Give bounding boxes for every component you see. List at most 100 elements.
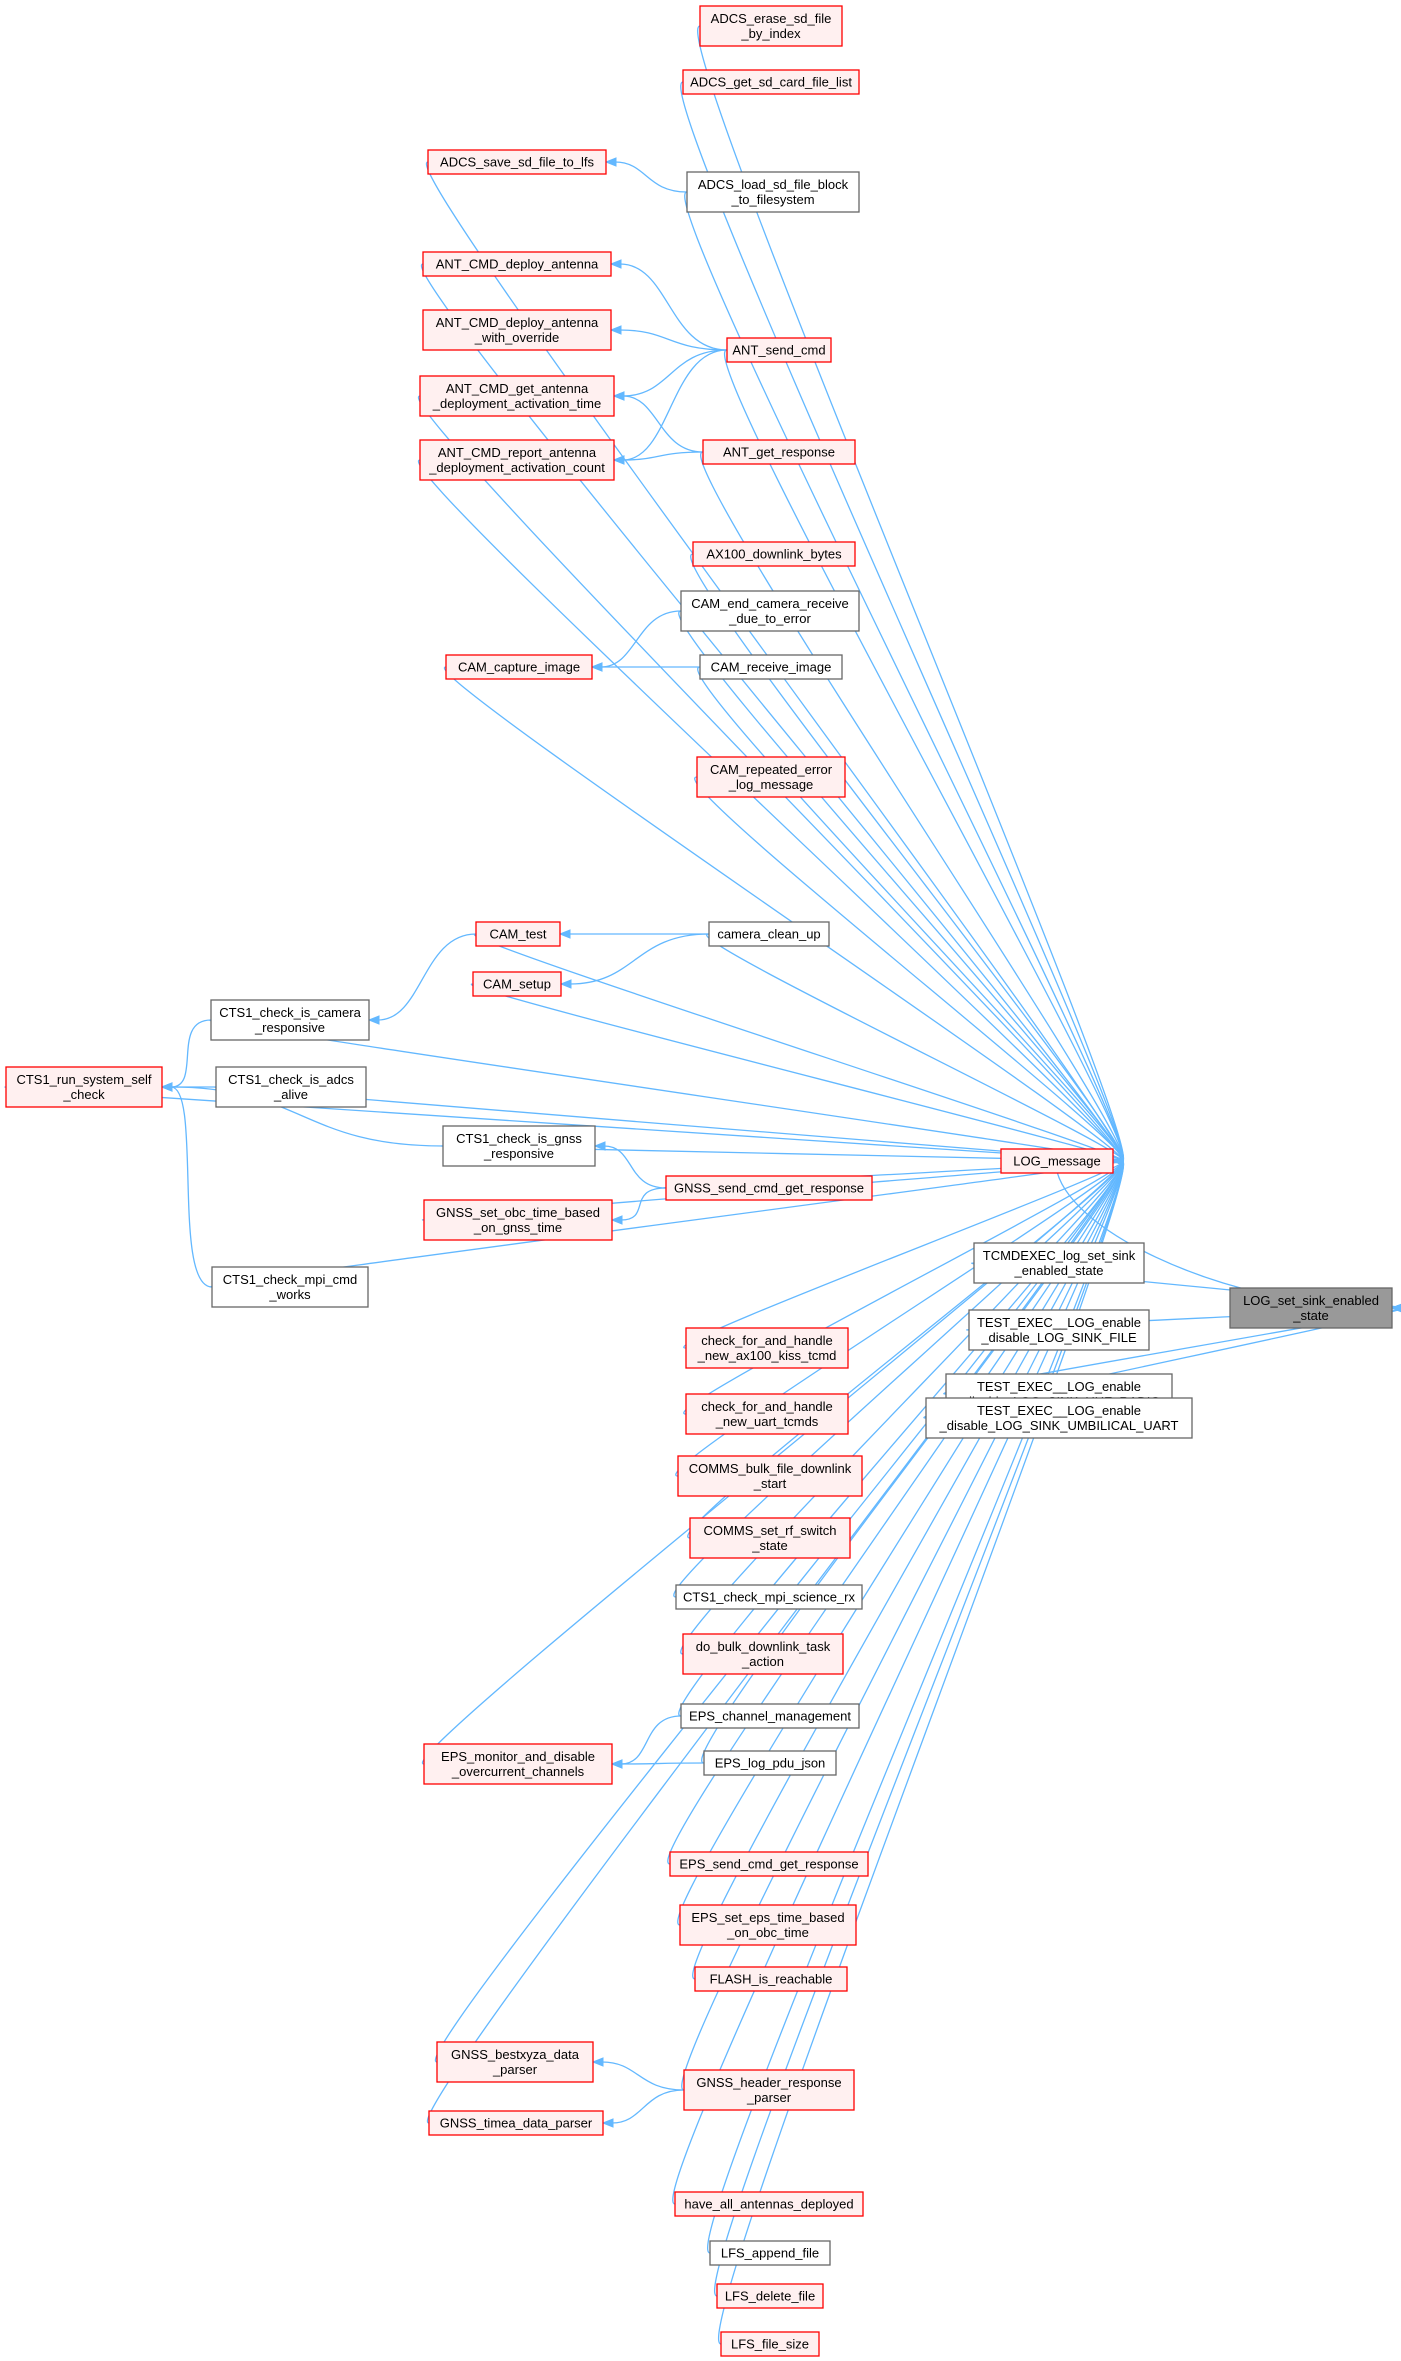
node-box [475, 921, 561, 947]
node-box [215, 1066, 367, 1108]
function-node-tcmd[interactable]: TCMDEXEC_log_set_sink_enabled_state [973, 1242, 1145, 1284]
node-label: CTS1_check_is_camera [219, 1005, 361, 1020]
function-node-cam-setup[interactable]: CAM_setup [472, 971, 562, 997]
node-label: _responsive [254, 1020, 325, 1035]
function-node-flash[interactable]: FLASH_is_reachable [694, 1966, 848, 1992]
function-node-cam-test[interactable]: CAM_test [475, 921, 561, 947]
function-node-ant-override[interactable]: ANT_CMD_deploy_antenna_with_override [422, 309, 612, 351]
arrowhead-icon [591, 2057, 604, 2067]
node-label: LFS_append_file [721, 2246, 819, 2261]
call-edge [612, 391, 704, 453]
node-box [686, 171, 860, 213]
node-label: _to_filesystem [730, 192, 814, 207]
node-box [726, 337, 832, 363]
node-box [973, 1242, 1145, 1284]
call-edge [591, 2057, 685, 2091]
function-node-chk-uart[interactable]: check_for_and_handle_new_uart_tcmds [685, 1393, 849, 1435]
node-box [679, 1904, 857, 1946]
function-node-gnss-send[interactable]: GNSS_send_cmd_get_response [665, 1175, 873, 1201]
function-node-ant-gettime[interactable]: ANT_CMD_get_antenna_deployment_activatio… [419, 375, 615, 417]
function-node-gnss-timea[interactable]: GNSS_timea_data_parser [428, 2110, 604, 2136]
arrowhead-icon [160, 1082, 173, 1092]
node-box [674, 2191, 864, 2217]
arrowhead-icon [610, 1215, 623, 1225]
arrowhead-icon [1390, 1303, 1401, 1313]
function-node-eps-pdu[interactable]: EPS_log_pdu_json [703, 1750, 837, 1776]
function-node-ant-send[interactable]: ANT_send_cmd [726, 337, 832, 363]
node-box [422, 251, 612, 277]
node-label: ADCS_get_sd_card_file_list [690, 75, 852, 90]
function-node-lfs-delete[interactable]: LFS_delete_file [716, 2283, 824, 2309]
function-node-cts1-sci[interactable]: CTS1_check_mpi_science_rx [675, 1584, 863, 1610]
function-node-adcs-save[interactable]: ADCS_save_sd_file_to_lfs [427, 149, 607, 175]
function-node-cts1-gnss[interactable]: CTS1_check_is_gnss_responsive [442, 1125, 596, 1167]
function-node-cts1-run[interactable]: CTS1_run_system_self_check [5, 1066, 163, 1108]
function-node-gnss-hdr[interactable]: GNSS_header_response_parser [683, 2069, 855, 2111]
call-edge [367, 933, 477, 1025]
node-label: EPS_channel_management [689, 1709, 851, 1724]
function-node-cam-end[interactable]: CAM_end_camera_receive_due_to_error [680, 590, 860, 632]
function-node-tfile[interactable]: TEST_EXEC__LOG_enable_disable_LOG_SINK_F… [968, 1309, 1150, 1351]
function-node-lfs-append[interactable]: LFS_append_file [709, 2240, 831, 2266]
node-box [419, 439, 615, 481]
node-label: _check [62, 1087, 105, 1102]
node-box [210, 999, 370, 1041]
function-node-ax100[interactable]: AX100_downlink_bytes [692, 541, 856, 567]
function-node-eps-mon[interactable]: EPS_monitor_and_disable_overcurrent_chan… [423, 1743, 613, 1785]
node-label: ANT_CMD_report_antenna [438, 445, 597, 460]
node-box [442, 1125, 596, 1167]
node-box [5, 1066, 163, 1108]
function-node-cam-recv[interactable]: CAM_receive_image [699, 654, 843, 680]
function-node-eps-send[interactable]: EPS_send_cmd_get_response [669, 1851, 869, 1877]
node-box [422, 309, 612, 351]
function-node-cam-clean[interactable]: camera_clean_up [708, 921, 830, 947]
node-label: ANT_get_response [723, 445, 835, 460]
function-node-gnss-obc[interactable]: GNSS_set_obc_time_based_on_gnss_time [423, 1199, 613, 1241]
function-node-eps-chan[interactable]: EPS_channel_management [680, 1703, 860, 1729]
function-node-gnss-best[interactable]: GNSS_bestxyza_data_parser [436, 2041, 594, 2083]
function-node-do-bulk[interactable]: do_bulk_downlink_task_action [682, 1633, 844, 1675]
function-node-eps-time[interactable]: EPS_set_eps_time_based_on_obc_time [679, 1904, 857, 1946]
function-node-chk-ax100[interactable]: check_for_and_handle_new_ax100_kiss_tcmd [685, 1327, 849, 1369]
function-node-adcs-list[interactable]: ADCS_get_sd_card_file_list [682, 69, 860, 95]
node-box [677, 1455, 863, 1497]
node-box [428, 2110, 604, 2136]
call-edge [609, 259, 728, 351]
function-node-ant-resp[interactable]: ANT_get_response [702, 439, 856, 465]
function-node-cts1-adcs[interactable]: CTS1_check_is_adcs_alive [215, 1066, 367, 1108]
call-edge [590, 610, 682, 672]
function-node-root[interactable]: LOG_set_sink_enabled_state [1229, 1287, 1393, 1329]
function-node-comms-bulk[interactable]: COMMS_bulk_file_downlink_start [677, 1455, 863, 1497]
function-node-cts1-mpi[interactable]: CTS1_check_mpi_cmd_works [211, 1266, 369, 1308]
node-box [472, 971, 562, 997]
function-node-cts1-cam[interactable]: CTS1_check_is_camera_responsive [210, 999, 370, 1041]
call-edge [590, 662, 701, 672]
function-node-comms-rf[interactable]: COMMS_set_rf_switch_state [689, 1517, 851, 1559]
function-node-have-ant[interactable]: have_all_antennas_deployed [674, 2191, 864, 2217]
arrowhead-icon [558, 929, 571, 939]
node-box [692, 541, 856, 567]
function-node-adcs-erase[interactable]: ADCS_erase_sd_file_by_index [699, 5, 843, 47]
node-label: GNSS_send_cmd_get_response [674, 1181, 864, 1196]
function-node-cam-rep[interactable]: CAM_repeated_error_log_message [696, 756, 846, 798]
call-edge [593, 1141, 667, 1189]
node-label: _alive [273, 1087, 308, 1102]
function-node-logmsg[interactable]: LOG_message [1000, 1148, 1114, 1174]
node-box [675, 1584, 863, 1610]
function-node-lfs-size[interactable]: LFS_file_size [720, 2331, 820, 2357]
node-label: GNSS_bestxyza_data [451, 2047, 580, 2062]
function-node-ant-report[interactable]: ANT_CMD_report_antenna_deployment_activa… [419, 439, 615, 481]
node-label: do_bulk_downlink_task [696, 1639, 831, 1654]
node-label: LOG_message [1013, 1154, 1100, 1169]
function-node-adcs-load[interactable]: ADCS_load_sd_file_block_to_filesystem [686, 171, 860, 213]
node-box [716, 2283, 824, 2309]
function-node-tuart[interactable]: TEST_EXEC__LOG_enable_disable_LOG_SINK_U… [925, 1397, 1193, 1439]
call-edge [443, 666, 1124, 1166]
call-edge [612, 451, 704, 465]
function-node-cam-capture[interactable]: CAM_capture_image [445, 654, 593, 680]
function-node-ant-deploy[interactable]: ANT_CMD_deploy_antenna [422, 251, 612, 277]
node-label: COMMS_set_rf_switch [704, 1523, 837, 1538]
node-label: ANT_CMD_deploy_antenna [436, 257, 599, 272]
node-label: ADCS_erase_sd_file [711, 11, 832, 26]
call-edge [604, 157, 688, 193]
